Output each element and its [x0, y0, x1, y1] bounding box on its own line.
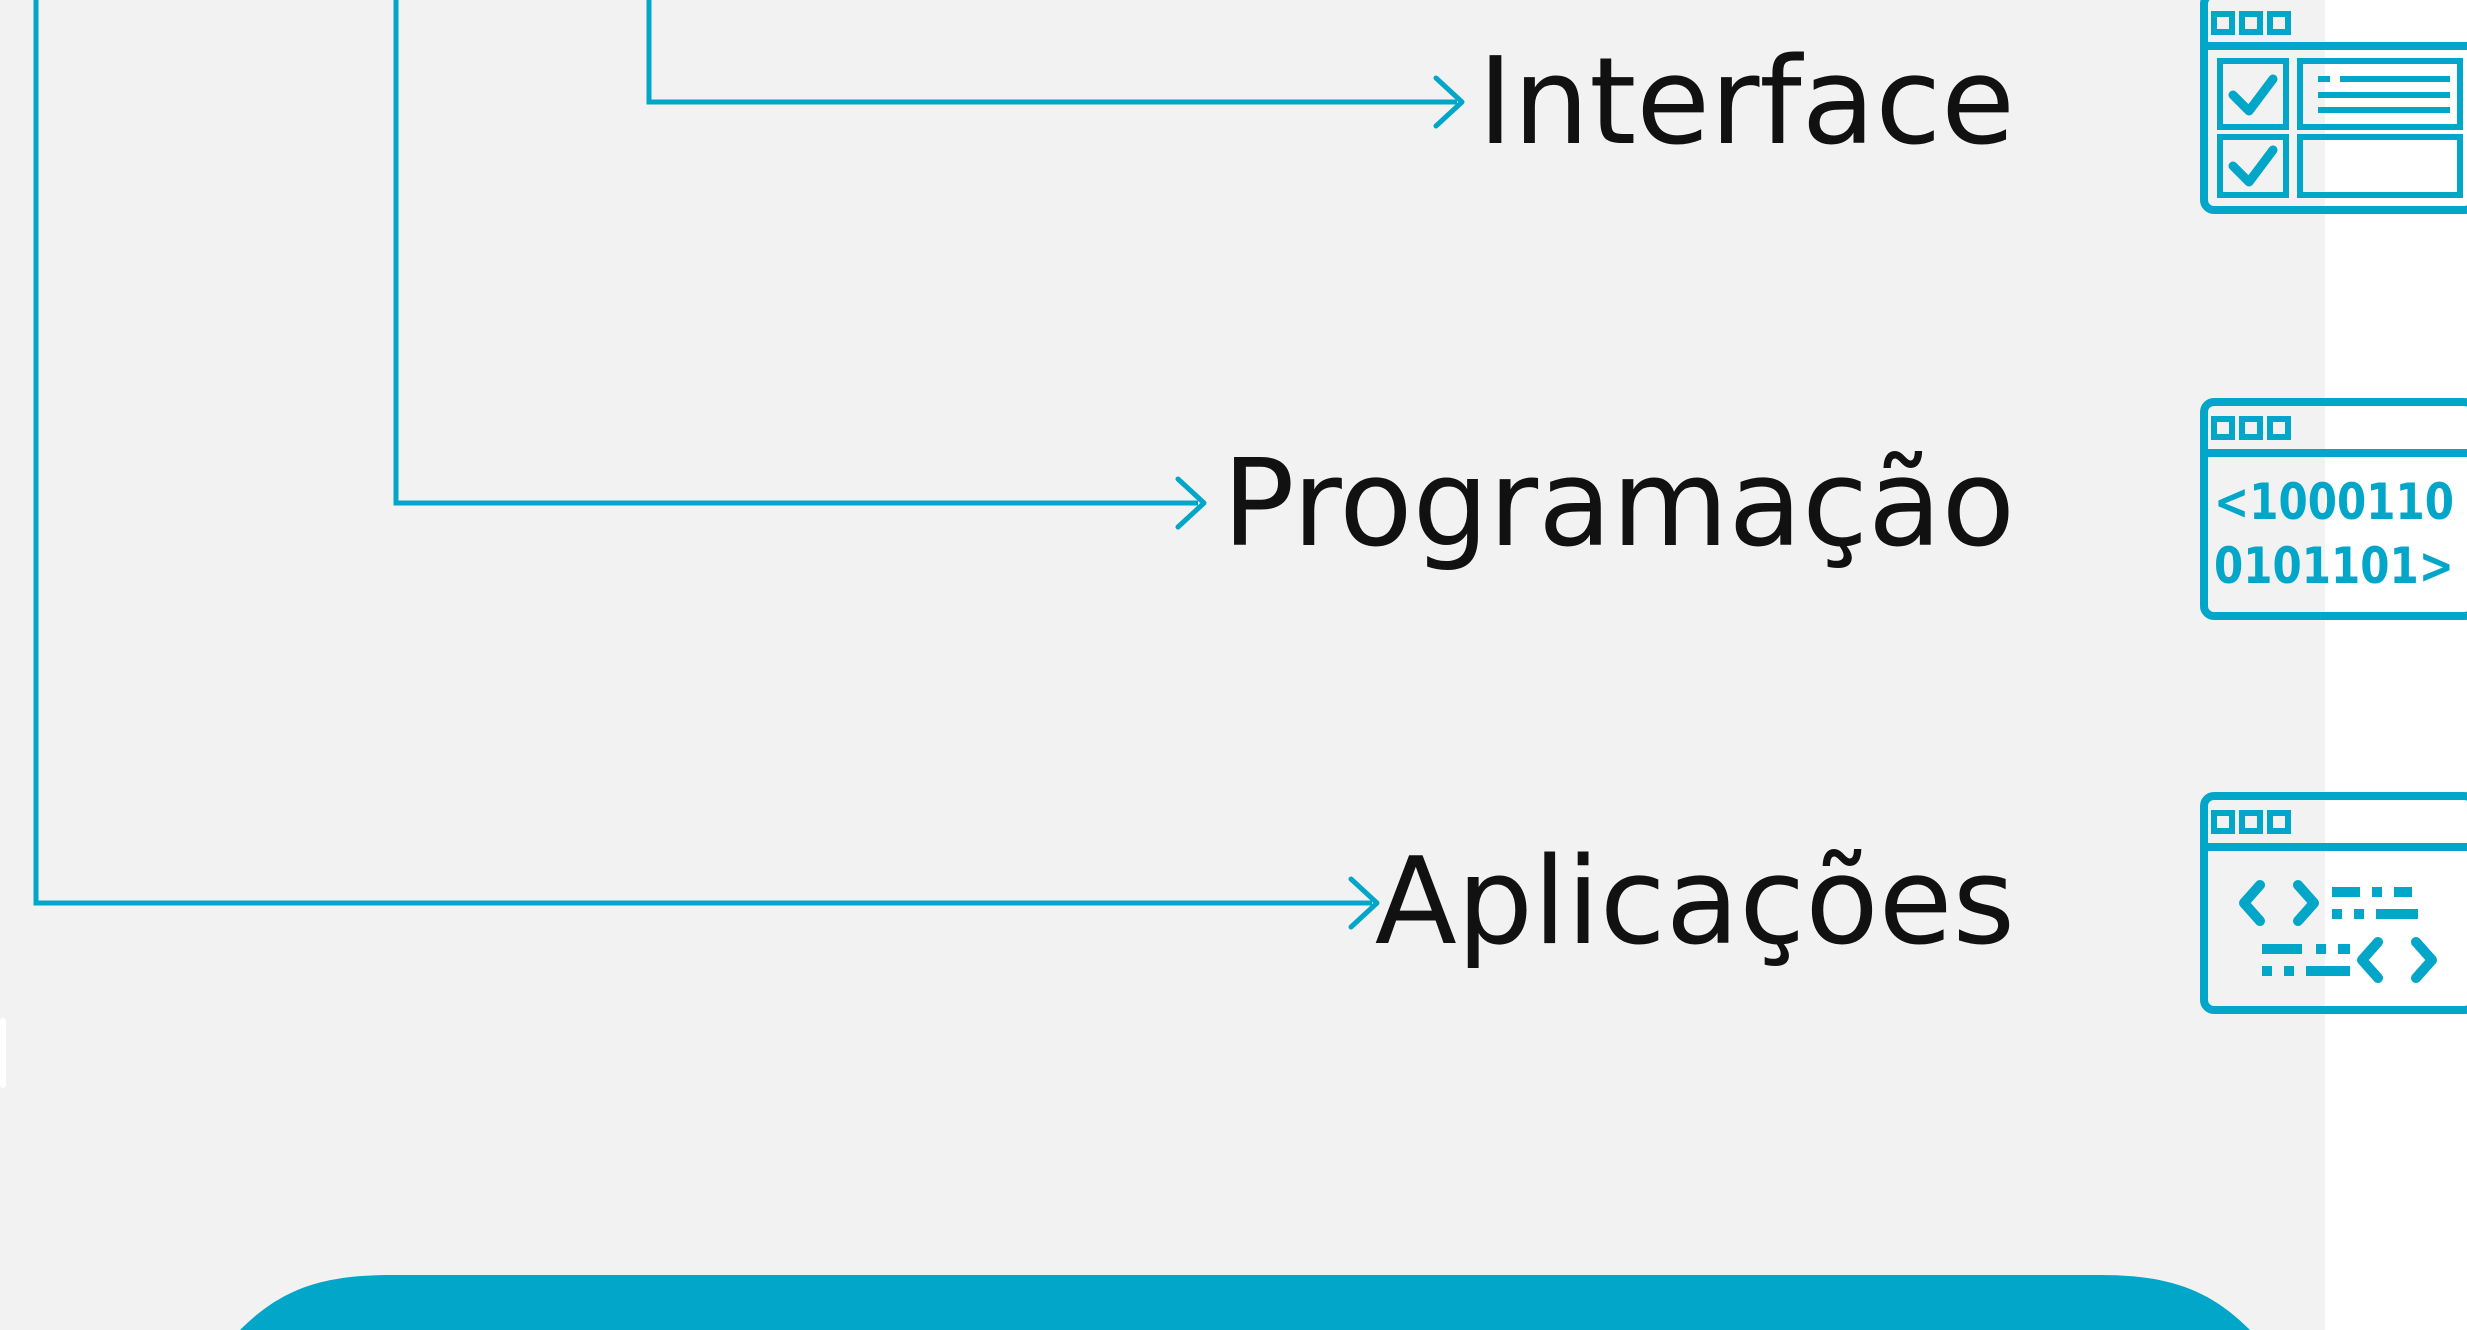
connector-lines: [33, 0, 1457, 906]
arrowhead-interface: [1433, 75, 1465, 129]
left-edge-notch: [0, 1018, 6, 1088]
binary-code-window-icon: <1000110 0101101>: [2200, 398, 2467, 620]
binary-line-1: <1000110: [2214, 473, 2454, 531]
connector-aplicacoes: [33, 0, 1372, 906]
label-programacao: Programação: [1222, 435, 2015, 574]
code-tags-window-icon: [2200, 792, 2467, 1014]
binary-line-2: 0101101>: [2214, 537, 2454, 595]
label-interface: Interface: [1478, 33, 2015, 172]
diagram-panel: [0, 0, 2325, 1330]
connector-interface: [646, 0, 1457, 105]
arrowhead-aplicacoes: [1348, 876, 1380, 930]
label-aplicacoes: Aplicações: [1375, 833, 2015, 972]
ui-checklist-window-icon: [2200, 0, 2467, 214]
bottom-banner: [240, 1275, 2250, 1330]
right-margin: [2325, 0, 2467, 1330]
connector-programacao: [393, 0, 1198, 506]
arrowhead-programacao: [1175, 476, 1207, 530]
arrowheads: [1175, 75, 1465, 930]
